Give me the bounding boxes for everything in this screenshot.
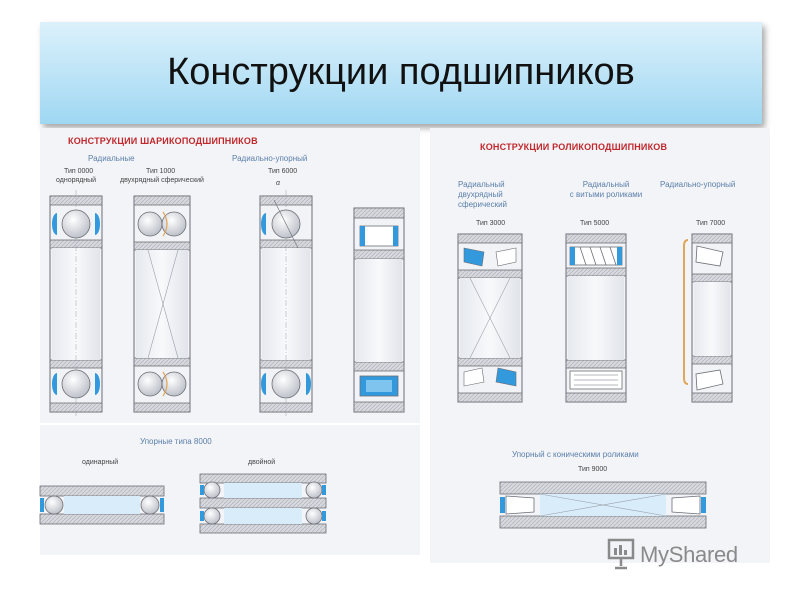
- roller-group-tapered: Радиально-упорный: [660, 180, 736, 189]
- thrust-section-heading: Упорные типа 8000: [140, 437, 212, 446]
- type-3000-label: Тип 3000: [476, 220, 506, 227]
- thrust-single-label: одинарный: [82, 459, 119, 466]
- type-0000-label: Тип 0000: [64, 168, 94, 175]
- bearing-type-7000: [683, 233, 733, 403]
- ball-section-heading: КОНСТРУКЦИИ ШАРИКОПОДШИПНИКОВ: [68, 136, 258, 146]
- presentation-board-icon: [607, 538, 635, 570]
- bearing-type-1000: [133, 195, 191, 413]
- thrust-roller-heading: Упорный с коническими роликами: [512, 450, 639, 459]
- type-0000-desc: однорядный: [56, 177, 97, 184]
- thrust-bearing-double: [199, 473, 327, 534]
- roller-group-spherical-3: сферический: [458, 200, 508, 209]
- bearing-type-5000: [565, 233, 627, 403]
- bearing-cylindrical-roller: [353, 207, 405, 413]
- bearing-type-6000: [259, 190, 313, 418]
- thrust-bearing-single: [39, 485, 165, 525]
- roller-section-heading: КОНСТРУКЦИИ РОЛИКОПОДШИПНИКОВ: [480, 142, 668, 152]
- ball-group-radial: Радиальные: [88, 154, 135, 163]
- roller-group-spherical-2: двухрядный: [458, 190, 503, 199]
- type-7000-label: Тип 7000: [696, 220, 726, 227]
- ball-group-angular: Радиально-упорный: [232, 154, 308, 163]
- roller-group-twisted-2: с витыми роликами: [569, 190, 643, 199]
- type-1000-desc: двухрядный сферический: [120, 177, 204, 184]
- thrust-double-label: двойной: [248, 459, 276, 466]
- type-9000-label: Тип 9000: [578, 466, 608, 473]
- roller-group-spherical-1: Радиальный: [458, 180, 505, 189]
- watermark-text: MyShared: [640, 542, 738, 567]
- bearing-type-0000: [49, 190, 103, 418]
- type-5000-label: Тип 5000: [580, 220, 610, 227]
- myshared-logo: MyShared: [606, 536, 766, 576]
- thrust-bearing-9000: [499, 481, 707, 529]
- bearing-type-3000: [457, 233, 523, 403]
- roller-group-twisted-1: Радиальный: [582, 180, 630, 189]
- type-1000-label: Тип 1000: [146, 168, 176, 175]
- slide-title: Конструкции подшипников: [167, 50, 635, 93]
- title-banner: Конструкции подшипников: [40, 22, 762, 124]
- angle-alpha-label: α: [276, 180, 280, 187]
- type-6000-label: Тип 6000: [268, 168, 298, 175]
